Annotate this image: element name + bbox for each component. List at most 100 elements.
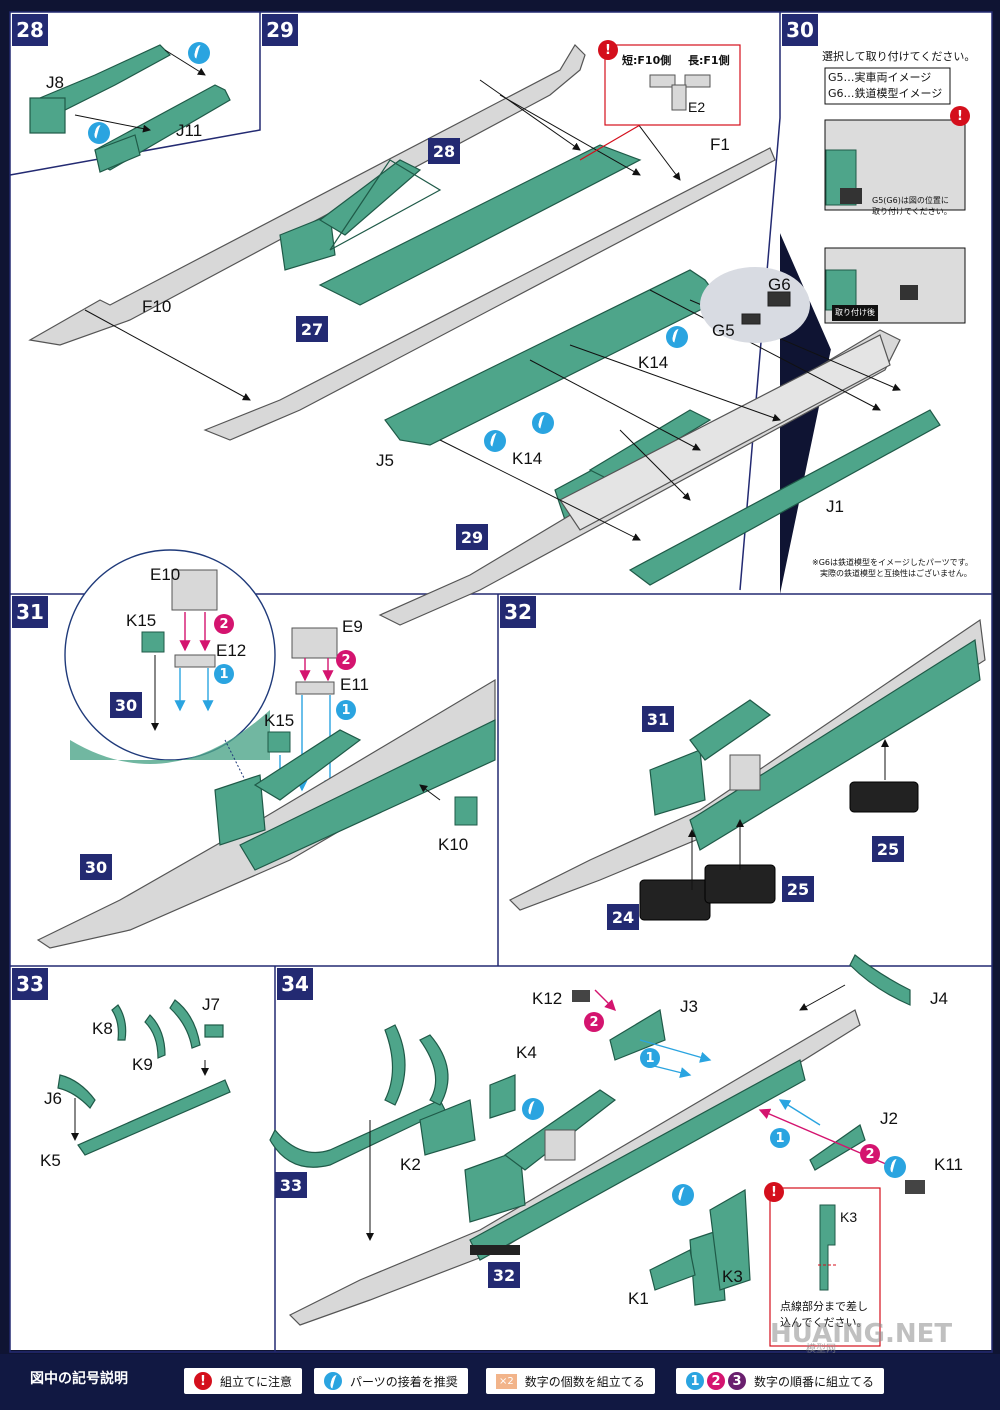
order-badge-1: 1 [686, 1372, 704, 1390]
part-label-j3: J3 [680, 997, 698, 1016]
legend-title: 図中の記号説明 [30, 1371, 128, 1387]
step-number-32: 32 [500, 596, 536, 628]
glue-icon [484, 430, 506, 452]
f1-lower-gray [378, 329, 901, 626]
note-select-title: 選択して取り付けてください。 [822, 50, 976, 63]
f10-frame [28, 44, 776, 441]
part-label-k2: K2 [400, 1155, 421, 1174]
ref-step-25a: 25 [872, 836, 904, 862]
glue-icon [324, 1372, 342, 1390]
part-label-k12: K12 [532, 989, 563, 1008]
step-number-29: 29 [262, 14, 298, 46]
ref-step-29: 29 [456, 524, 488, 550]
step-number-28: 28 [12, 14, 48, 46]
legend-glue: パーツの接着を推奨 [314, 1368, 468, 1394]
part-label-k9: K9 [132, 1055, 153, 1074]
order-badge-2: 2 [707, 1372, 725, 1390]
glue-icon [88, 122, 110, 144]
glue-icon [532, 412, 554, 434]
part-label-j7: J7 [202, 995, 220, 1014]
ref-step-30: 30 [80, 854, 112, 880]
caution-icon: ! [194, 1372, 212, 1390]
order-badge-1: 1 [640, 1048, 660, 1068]
step34-assembly [288, 1009, 861, 1326]
part-label-k1: K1 [628, 1289, 649, 1308]
caution-icon: ! [764, 1182, 784, 1202]
part-label-j6: J6 [44, 1089, 62, 1108]
order-badge-1: 1 [214, 664, 234, 684]
legend-glue-label: パーツの接着を推奨 [350, 1374, 458, 1389]
legend-multi: ×2 数字の個数を組立てる [486, 1368, 655, 1394]
legend-caution: ! 組立てに注意 [184, 1368, 303, 1394]
bogies [639, 781, 919, 921]
step33-parts [57, 999, 231, 1156]
step29-green-frame [279, 144, 642, 306]
legend-caution-label: 組立てに注意 [220, 1374, 293, 1389]
panel-borders [9, 11, 993, 1353]
part-label-k15-detail: K15 [126, 611, 157, 630]
caution-icon: ! [598, 40, 618, 60]
note-insert-1: 点線部分まで差し [780, 1300, 868, 1313]
part-label-e9: E9 [342, 617, 363, 636]
part-label-k14-top: K14 [638, 353, 669, 372]
ref-step-31: 31 [642, 706, 674, 732]
order-badge-1: 1 [336, 700, 356, 720]
part-label-k3: K3 [722, 1267, 743, 1286]
ref-step-28: 28 [428, 138, 460, 164]
note-insert-2: 込んでください。 [780, 1316, 868, 1329]
legend-order-label: 数字の順番に組立てる [754, 1374, 875, 1389]
step-number-33: 33 [12, 968, 48, 1000]
j5-chassis [384, 269, 941, 586]
part-label-j11: J11 [176, 121, 203, 140]
step28-frame [29, 44, 231, 173]
step-number-34: 34 [277, 968, 313, 1000]
part-label-g5: G5 [712, 321, 735, 340]
legend-order: 1 2 3 数字の順番に組立てる [676, 1368, 885, 1394]
panel-33 [10, 966, 275, 1350]
g5-g6-highlight [700, 267, 810, 343]
part-label-e11: E11 [340, 675, 369, 694]
part-label-g6: G6 [768, 275, 791, 294]
order-badge-2: 2 [336, 650, 356, 670]
order-badge-2: 2 [584, 1012, 604, 1032]
order-badge-1: 1 [770, 1128, 790, 1148]
step32-assembly [508, 618, 986, 911]
glue-icon [666, 326, 688, 348]
note-long: 長:F1側 [688, 54, 730, 67]
part-label-k10: K10 [438, 835, 469, 854]
order-badge-3: 3 [728, 1372, 746, 1390]
watermark: HUAING.NET [770, 1319, 953, 1349]
note-g5-position-2: 取り付けてください。 [872, 207, 952, 216]
part-label-j8: J8 [46, 73, 64, 92]
part-label-k15: K15 [264, 711, 295, 730]
note-g5: G5…実車両イメージ [828, 71, 932, 84]
note-short: 短:F10側 [622, 54, 672, 67]
watermark-cn: 模型网 [806, 1344, 836, 1355]
glue-icon [188, 42, 210, 64]
part-label-k3-callout: K3 [840, 1209, 858, 1225]
part-label-k11: K11 [934, 1155, 963, 1174]
part-label-j4: J4 [930, 989, 948, 1008]
ref-step-25b: 25 [782, 876, 814, 902]
note-footnote-1: ※G6は鉄道模型をイメージしたパーツです。 [812, 558, 973, 567]
order-badge-2: 2 [860, 1144, 880, 1164]
ref-step-33: 33 [275, 1172, 307, 1198]
note-after: 取り付け後 [835, 308, 875, 317]
legend-multi-label: 数字の個数を組立てる [524, 1374, 645, 1389]
glue-icon [672, 1184, 694, 1206]
part-label-e12: E12 [216, 641, 247, 660]
glue-icon [522, 1098, 544, 1120]
part-label-j2: J2 [880, 1109, 898, 1128]
ref-step-27: 27 [296, 316, 328, 342]
part-label-e10: E10 [150, 565, 181, 584]
step-number-31: 31 [12, 596, 48, 628]
step-number-30: 30 [782, 14, 818, 46]
part-label-k4: K4 [516, 1043, 537, 1062]
multi-count-icon: ×2 [496, 1373, 517, 1389]
ref-step-30-detail: 30 [110, 692, 142, 718]
part-label-j5: J5 [376, 451, 394, 470]
part-label-j1: J1 [826, 497, 844, 516]
part-label-k14-bottom: K14 [512, 449, 543, 468]
